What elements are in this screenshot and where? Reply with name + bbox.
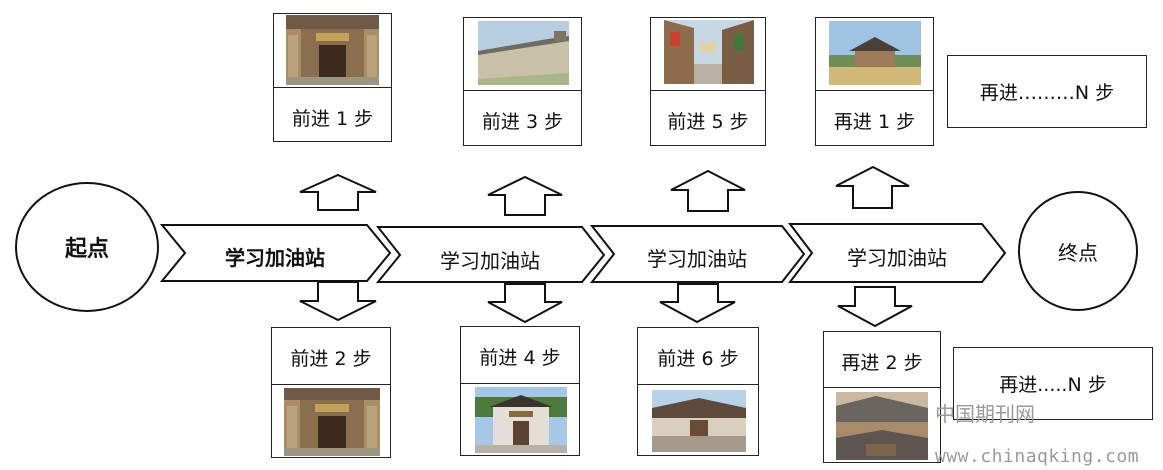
start-node-label: 起点 bbox=[64, 237, 109, 262]
up-arrow-2 bbox=[487, 175, 563, 216]
station-chevron-1 bbox=[159, 224, 392, 282]
top-card-4: 再进 1 步 bbox=[815, 17, 934, 146]
start-node: 起点 bbox=[15, 182, 159, 312]
pavilion-photo bbox=[829, 21, 921, 85]
station-chevron-4 bbox=[787, 223, 1007, 283]
bottom-card-4: 再进 2 步 bbox=[823, 331, 941, 463]
bottom-extra-box: 再进.....N 步 bbox=[953, 347, 1153, 420]
down-arrow-2 bbox=[487, 283, 563, 324]
bottom-card-1: 前进 2 步 bbox=[271, 327, 391, 458]
bottom-card-2-label: 前进 4 步 bbox=[479, 347, 561, 369]
watermark-cn: 中国期刊网 bbox=[935, 402, 1035, 426]
station-label-4: 学习加油站 bbox=[847, 246, 947, 270]
gatehouse-photo bbox=[475, 387, 567, 453]
down-arrow-3 bbox=[659, 283, 736, 324]
top-card-1-label: 前进 1 步 bbox=[291, 108, 374, 130]
top-extra-label: 再进………N 步 bbox=[979, 82, 1115, 104]
rooftops-photo bbox=[836, 392, 928, 460]
up-arrow-4 bbox=[835, 165, 910, 209]
up-arrow-3 bbox=[670, 169, 746, 212]
bottom-card-1-label: 前进 2 步 bbox=[290, 348, 372, 370]
ancestral-hall-photo-2 bbox=[284, 388, 380, 456]
down-arrow-1 bbox=[299, 281, 377, 322]
station-chevron-3 bbox=[589, 225, 806, 283]
courtyard-photo bbox=[652, 390, 746, 452]
end-node: 终点 bbox=[1018, 191, 1138, 311]
top-card-1: 前进 1 步 bbox=[273, 13, 392, 142]
station-chevron-2 bbox=[375, 226, 606, 283]
bottom-card-3-label: 前进 6 步 bbox=[657, 348, 739, 370]
watermark-url: www.chinaqking.com bbox=[935, 446, 1140, 467]
bottom-card-3: 前进 6 步 bbox=[637, 327, 759, 456]
ancestral-hall-photo bbox=[286, 15, 379, 85]
bottom-card-2: 前进 4 步 bbox=[460, 326, 580, 456]
top-card-3-label: 前进 5 步 bbox=[667, 111, 749, 133]
station-label-3: 学习加油站 bbox=[647, 247, 747, 271]
station-label-2: 学习加油站 bbox=[440, 249, 540, 273]
bottom-card-4-label: 再进 2 步 bbox=[841, 352, 923, 374]
bottom-extra-label: 再进.....N 步 bbox=[999, 374, 1107, 396]
earthen-fort-photo bbox=[478, 21, 569, 85]
top-card-3: 前进 5 步 bbox=[650, 17, 766, 146]
top-card-4-label: 再进 1 步 bbox=[833, 111, 916, 133]
down-arrow-4 bbox=[837, 286, 913, 328]
station-label-1: 学习加油站 bbox=[225, 246, 325, 270]
up-arrow-1 bbox=[299, 173, 377, 211]
top-card-2: 前进 3 步 bbox=[463, 17, 582, 146]
old-street-photo bbox=[664, 20, 754, 84]
end-node-label: 终点 bbox=[1058, 240, 1098, 265]
top-extra-box: 再进………N 步 bbox=[947, 55, 1147, 128]
top-card-2-label: 前进 3 步 bbox=[481, 111, 564, 133]
